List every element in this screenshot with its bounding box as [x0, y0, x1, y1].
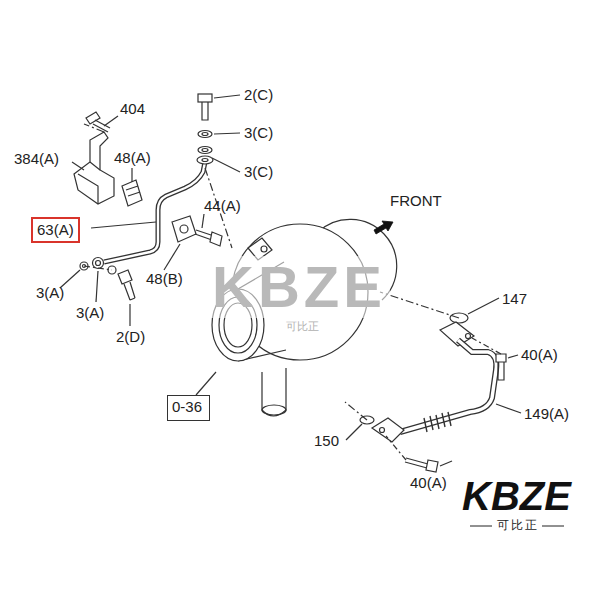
- callout-number: 3(A): [36, 284, 64, 302]
- callout-number: 384(A): [14, 150, 59, 168]
- callout-number: 0-36: [172, 398, 205, 416]
- callout-number: 149(A): [524, 405, 569, 423]
- callout-number: 3(C): [244, 163, 273, 181]
- highlighted-part-box: 63(A): [31, 217, 80, 243]
- assembly-ref-box: 0-36: [167, 395, 210, 421]
- callout-number: 48(A): [114, 149, 151, 167]
- brand-logo: 可比正: [497, 518, 539, 533]
- callout-number: 150: [314, 432, 339, 450]
- watermark: KBZE: [208, 256, 390, 318]
- callout-number: 147: [502, 290, 527, 308]
- callout-number: 48(B): [146, 270, 183, 288]
- direction-label: FRONT: [390, 192, 442, 210]
- callout-number: 404: [120, 100, 145, 118]
- callout-number: 2(C): [244, 86, 273, 104]
- callout-number: 3(C): [244, 124, 273, 142]
- callout-number: 3(A): [76, 304, 104, 322]
- brand-logo: KBZE: [462, 474, 571, 518]
- callout-number: 2(D): [116, 328, 145, 346]
- callout-number: 44(A): [204, 197, 241, 215]
- callout-number: 63(A): [37, 221, 74, 239]
- callout-number: 40(A): [521, 346, 558, 364]
- watermark: 可比正: [286, 320, 319, 333]
- callout-number: 40(A): [410, 474, 447, 492]
